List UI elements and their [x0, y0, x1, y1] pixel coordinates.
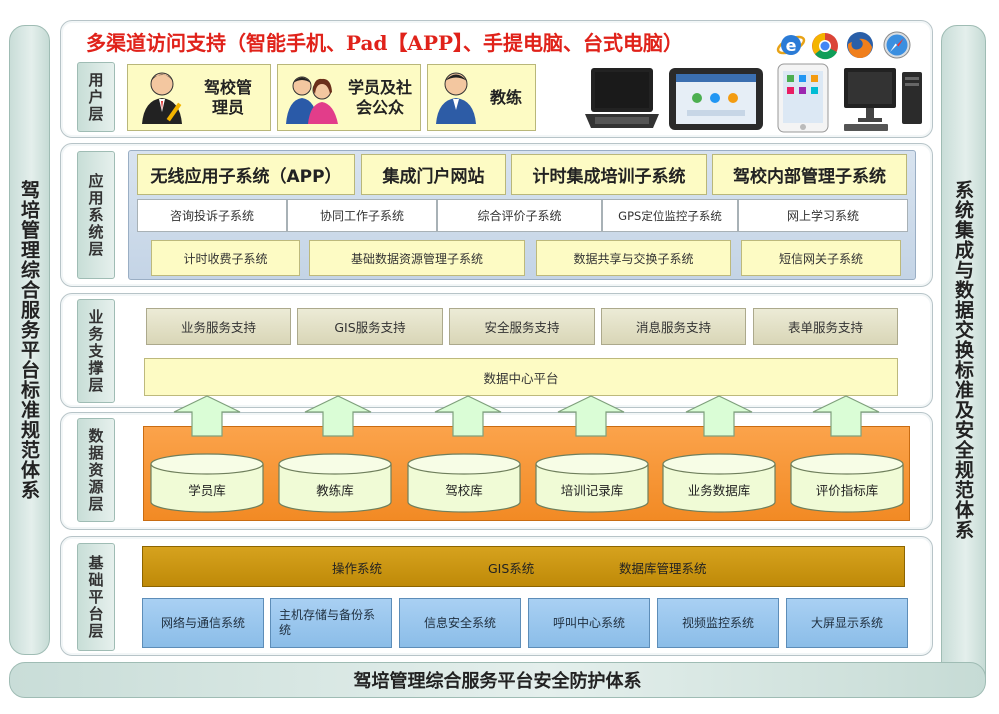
yellow-system-basic-data: 基础数据资源管理子系统: [309, 240, 525, 276]
database-label: 培训记录库: [560, 483, 624, 498]
ie-icon: e: [776, 30, 806, 60]
database-training-records: 培训记录库: [534, 452, 650, 514]
yellow-system-data-exchange: 数据共享与交换子系统: [536, 240, 731, 276]
up-arrow: [684, 394, 754, 438]
main-system-app: 无线应用子系统（APP）: [137, 154, 355, 195]
sub-system-gps: GPS定位监控子系统: [602, 199, 738, 232]
database-label: 业务数据库: [687, 483, 751, 498]
support-layer-label: 业务支撑层: [77, 299, 115, 403]
desktop-icon: [840, 64, 926, 134]
sub-system-collab: 协同工作子系统: [287, 199, 437, 232]
database-label: 学员库: [188, 483, 226, 498]
service-security: 安全服务支持: [449, 308, 595, 345]
sub-system-evaluation: 综合评价子系统: [437, 199, 602, 232]
role-students-public: 学员及社会公众: [277, 64, 421, 131]
database-label: 评价指标库: [815, 483, 879, 498]
software-dbms: 数据库管理系统: [619, 561, 707, 576]
software-bar: [142, 546, 905, 587]
yellow-system-billing: 计时收费子系统: [151, 240, 300, 276]
role-driving-school-admin: 驾校管理员: [127, 64, 271, 131]
right-pillar: 系统集成与数据交换标准及安全规范体系: [941, 25, 986, 695]
service-message: 消息服务支持: [601, 308, 746, 345]
main-system-internal-mgmt: 驾校内部管理子系统: [712, 154, 907, 195]
service-form: 表单服务支持: [753, 308, 898, 345]
tablet-portrait-icon: [775, 62, 831, 134]
user-layer-label: 用户层: [77, 62, 115, 132]
admin-person-icon: [138, 68, 190, 128]
data-resource-panel: [143, 426, 910, 521]
coach-person-icon: [434, 68, 480, 128]
base-layer-label: 基础平台层: [77, 543, 115, 651]
tablet-landscape-icon: [667, 66, 765, 132]
data-center-platform: 数据中心平台: [144, 358, 898, 396]
role-label: 学员及社会公众: [347, 77, 412, 117]
database-eval-indicators: 评价指标库: [789, 452, 905, 514]
software-os: 操作系统: [332, 561, 383, 576]
up-arrow: [172, 394, 242, 438]
data-layer-label: 数据资源层: [77, 418, 115, 522]
software-gis: GIS系统: [488, 561, 535, 576]
hw-storage-backup: 主机存储与备份系统: [270, 598, 392, 648]
bottom-bar: 驾培管理综合服务平台安全防护体系: [9, 662, 986, 698]
up-arrow: [811, 394, 881, 438]
up-arrow: [556, 394, 626, 438]
bottom-bar-text: 驾培管理综合服务平台安全防护体系: [353, 671, 642, 692]
sub-system-elearning: 网上学习系统: [738, 199, 908, 232]
left-pillar-text: 驾培管理综合服务平台标准规范体系: [18, 180, 40, 500]
main-system-timed-training: 计时集成培训子系统: [511, 154, 707, 195]
yellow-system-sms: 短信网关子系统: [741, 240, 901, 276]
hw-callcenter: 呼叫中心系统: [528, 598, 650, 648]
sub-system-consult: 咨询投诉子系统: [137, 199, 287, 232]
role-label: 驾校管理员: [203, 77, 252, 117]
database-business: 业务数据库: [661, 452, 777, 514]
main-system-portal: 集成门户网站: [361, 154, 506, 195]
hw-network: 网络与通信系统: [142, 598, 264, 648]
up-arrow: [303, 394, 373, 438]
database-coaches: 教练库: [277, 452, 393, 514]
database-students: 学员库: [149, 452, 265, 514]
role-coach: 教练: [427, 64, 536, 131]
page-title: 多渠道访问支持（智能手机、Pad【APP】、手提电脑、台式电脑）: [86, 31, 684, 55]
up-arrow: [433, 394, 503, 438]
chrome-icon: [811, 32, 839, 60]
hw-big-screen: 大屏显示系统: [786, 598, 908, 648]
service-gis: GIS服务支持: [297, 308, 443, 345]
left-pillar: 驾培管理综合服务平台标准规范体系: [9, 25, 50, 655]
hw-infosec: 信息安全系统: [399, 598, 521, 648]
svg-text:e: e: [786, 36, 797, 55]
role-label: 教练: [489, 87, 522, 107]
application-layer-label: 应用系统层: [77, 151, 115, 279]
laptop-icon: [583, 64, 661, 132]
database-label: 教练库: [316, 483, 354, 498]
safari-icon: [882, 30, 912, 60]
firefox-icon: [845, 30, 875, 60]
database-schools: 驾校库: [406, 452, 522, 514]
group-people-icon: [284, 68, 340, 128]
database-label: 驾校库: [445, 483, 483, 498]
right-pillar-text: 系统集成与数据交换标准及安全规范体系: [952, 180, 974, 540]
service-business: 业务服务支持: [146, 308, 291, 345]
hw-video-monitor: 视频监控系统: [657, 598, 779, 648]
